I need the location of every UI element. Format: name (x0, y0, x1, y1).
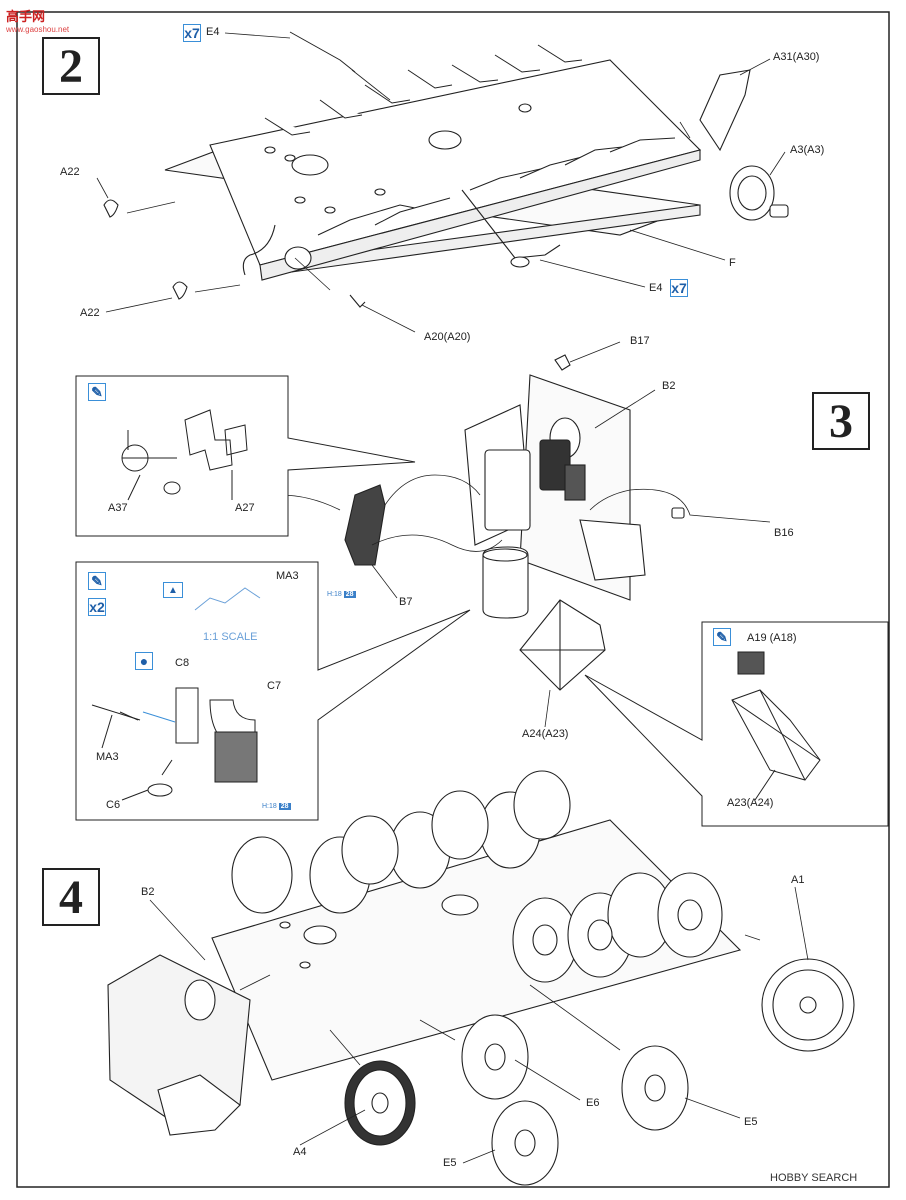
part-label-a4: A4 (293, 1146, 307, 1158)
part-label-b16: B16 (774, 527, 794, 539)
hobby-search-watermark: HOBBY SEARCH (770, 1172, 858, 1184)
part-label-a1: A1 (791, 874, 805, 886)
part-label-c6: C6 (106, 799, 121, 811)
site-watermark: 高手网 www.gaoshou.net (6, 6, 69, 34)
part-label-a37: A37 (108, 502, 128, 514)
part-label-a23: A23(A24) (727, 797, 774, 809)
step-number-2: 2 (42, 37, 100, 95)
part-label-e6: E6 (586, 1097, 600, 1109)
glue-icon: ✎ (88, 383, 106, 401)
quantity-badge-x7-top: x7 (183, 24, 201, 42)
paint-ref-b7: H:18 28 (327, 591, 356, 598)
detail-box-a37-a27 (75, 375, 416, 537)
scale-note: 1:1 SCALE (203, 631, 258, 643)
detail-box-a19-a23 (584, 621, 889, 827)
step4-hull-diagram (107, 770, 855, 1186)
part-label-a24: A24(A23) (522, 728, 569, 740)
part-label-a20: A20(A20) (424, 331, 471, 343)
part-label-ma3-template: MA3 (276, 570, 299, 582)
part-label-a3: A3(A3) (790, 144, 825, 156)
watermark-url: www.gaoshou.net (6, 25, 70, 34)
part-label-e4-bottom: E4 (649, 282, 663, 294)
part-label-a27: A27 (235, 502, 255, 514)
part-label-e5-bottom: E5 (443, 1157, 457, 1169)
part-label-ma3: MA3 (96, 751, 119, 763)
part-label-b2-step4: B2 (141, 886, 155, 898)
part-label-c7: C7 (267, 680, 282, 692)
part-label-e5-right: E5 (744, 1116, 758, 1128)
part-label-b7: B7 (399, 596, 413, 608)
quantity-badge-x2: x2 (88, 598, 106, 616)
step3-transmission-diagram (344, 354, 685, 691)
step-number-4: 4 (42, 868, 100, 926)
step-number-3: 3 (812, 392, 870, 450)
part-label-c8: C8 (175, 657, 190, 669)
part-label-a19: A19 (A18) (747, 632, 797, 644)
step4-leader-lines (149, 886, 809, 1164)
part-label-b17: B17 (630, 335, 650, 347)
glue-icon: ✎ (713, 628, 731, 646)
part-label-e4-top: E4 (206, 26, 220, 38)
step2-hull-diagram (103, 31, 789, 308)
template-icon: ▲ (163, 582, 183, 598)
detail-box-muffler (75, 561, 471, 821)
paint-drop-icon: ● (135, 652, 153, 670)
part-label-a31: A31(A30) (773, 51, 820, 63)
watermark-title: 高手网 (6, 9, 46, 24)
part-label-a22-upper: A22 (60, 166, 80, 178)
step2-leader-lines (96, 32, 786, 333)
glue-icon: ✎ (88, 572, 106, 590)
part-label-f: F (729, 257, 736, 269)
paint-ref-c7: H:18 28 (262, 803, 291, 810)
part-label-a22-lower: A22 (80, 307, 100, 319)
quantity-badge-x7-bottom: x7 (670, 279, 688, 297)
part-label-b2-step3: B2 (662, 380, 676, 392)
